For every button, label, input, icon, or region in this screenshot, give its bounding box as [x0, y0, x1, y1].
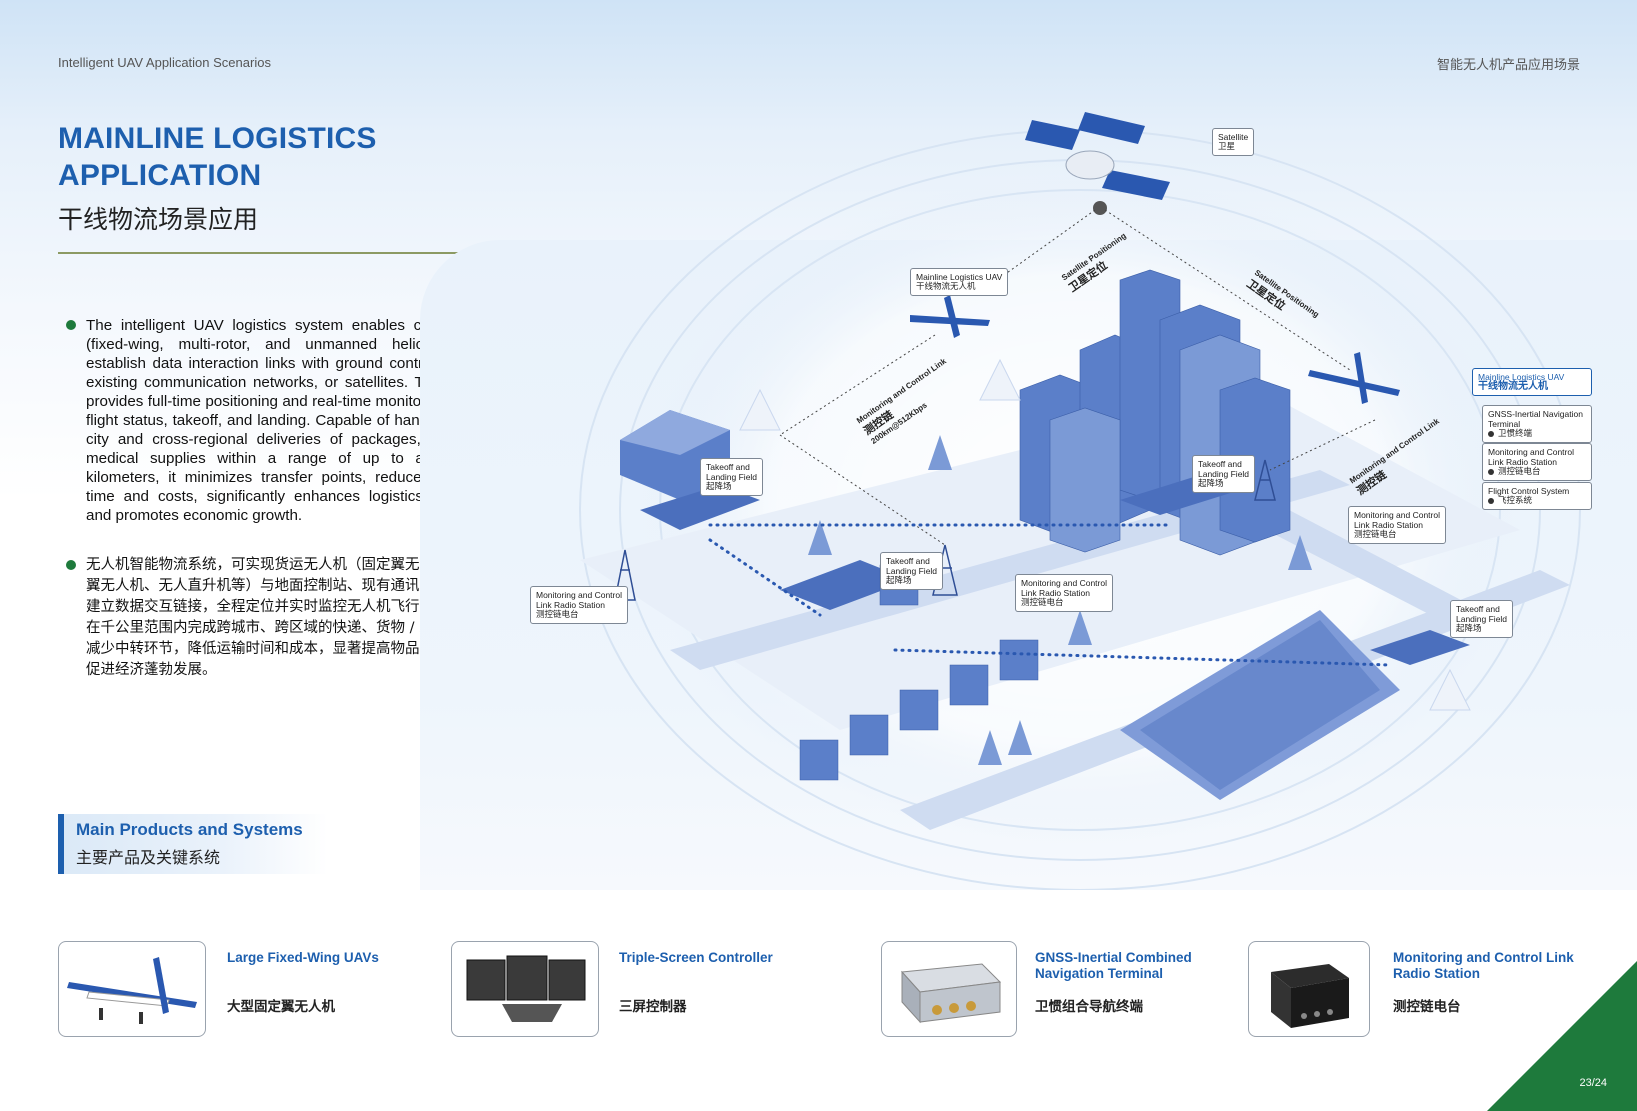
product-thumb-radio: [1248, 941, 1370, 1037]
navigation-terminal-icon: [900, 963, 1002, 1024]
uav-left-icon: [910, 295, 990, 338]
mountains-icon: [739, 358, 1471, 711]
product-thumb-controller: [451, 941, 599, 1037]
callout-field-b: Takeoff and Landing Field 起降场: [1192, 455, 1256, 493]
callout-flight-control: Flight Control System 飞控系统: [1482, 482, 1592, 510]
callout-uav-right: Mainline Logistics UAV 干线物流无人机: [1472, 368, 1592, 396]
satellite-positioning-links: [989, 209, 1351, 371]
product-thumb-fixed-wing: [58, 941, 206, 1037]
title-line-2: APPLICATION: [58, 159, 262, 192]
title-line-1: MAINLINE LOGISTICS: [58, 122, 377, 155]
crop-field-icon: [1120, 610, 1400, 800]
callout-field-c: Takeoff and Landing Field 起降场: [880, 552, 944, 590]
products-heading-en: Main Products and Systems: [76, 820, 303, 839]
product-2-name-en: Triple-Screen Controller: [619, 950, 773, 965]
product-4-name-cn: 测控链电台: [1393, 999, 1461, 1015]
body-text-en: The intelligent UAV logistics system ena…: [86, 317, 498, 524]
bullet-icon: [66, 320, 76, 330]
callout-station-right: Monitoring and Control Link Radio Statio…: [1348, 506, 1446, 544]
page-number: 23/24: [1579, 1077, 1607, 1089]
control-links: [779, 334, 1376, 546]
callout-radio-onboard: Monitoring and Control Link Radio Statio…: [1482, 443, 1592, 481]
callout-field-a: Takeoff and Landing Field 起降场: [700, 458, 764, 496]
fixed-wing-uav-icon: [67, 957, 197, 1024]
title-divider: [58, 252, 608, 254]
products-section-banner: [58, 814, 328, 874]
satellite-icon: [1025, 112, 1170, 215]
body-text-cn: 无人机智能物流系统，可实现货运无人机（固定翼无人机、多旋翼无人机、无人直升机等）…: [86, 557, 492, 678]
dot-icon: [1488, 430, 1494, 437]
radio-station-icon: [1271, 964, 1349, 1028]
logistics-illustration: [579, 112, 1581, 890]
dot-icon: [1488, 497, 1494, 504]
trees-icon: [808, 435, 1312, 765]
callout-gnss: GNSS-Inertial Navigation Terminal 卫惯终端: [1482, 405, 1592, 443]
product-2-name-cn: 三屏控制器: [619, 999, 687, 1015]
callout-station-mid: Monitoring and Control Link Radio Statio…: [1015, 574, 1113, 612]
uav-right-icon: [1308, 352, 1400, 404]
dot-icon: [1488, 468, 1494, 475]
callout-uav-left: Mainline Logistics UAV 干线物流无人机: [910, 268, 1009, 296]
product-1-name-cn: 大型固定翼无人机: [227, 999, 335, 1015]
page-title-cn: 干线物流场景应用: [58, 205, 259, 234]
header-left: Intelligent UAV Application Scenarios: [58, 55, 271, 70]
header-right: 智能无人机产品应用场景: [1436, 57, 1580, 72]
callout-satellite: Satellite 卫星: [1212, 128, 1255, 156]
corner-decoration: [1487, 961, 1637, 1111]
product-thumb-navigation: [881, 941, 1017, 1037]
product-1-name-en: Large Fixed-Wing UAVs: [227, 950, 379, 965]
bullet-icon: [66, 560, 76, 570]
product-3-name-cn: 卫惯组合导航终端: [1035, 999, 1143, 1015]
callout-field-d: Takeoff and Landing Field 起降场: [1450, 600, 1514, 638]
triple-screen-controller-icon: [466, 955, 586, 1022]
flight-paths: [708, 523, 1392, 667]
products-heading-cn: 主要产品及关键系统: [76, 848, 221, 867]
callout-station-left: Monitoring and Control Link Radio Statio…: [530, 586, 628, 624]
page-title-en: MAINLINE LOGISTICS APPLICATION: [58, 120, 377, 194]
